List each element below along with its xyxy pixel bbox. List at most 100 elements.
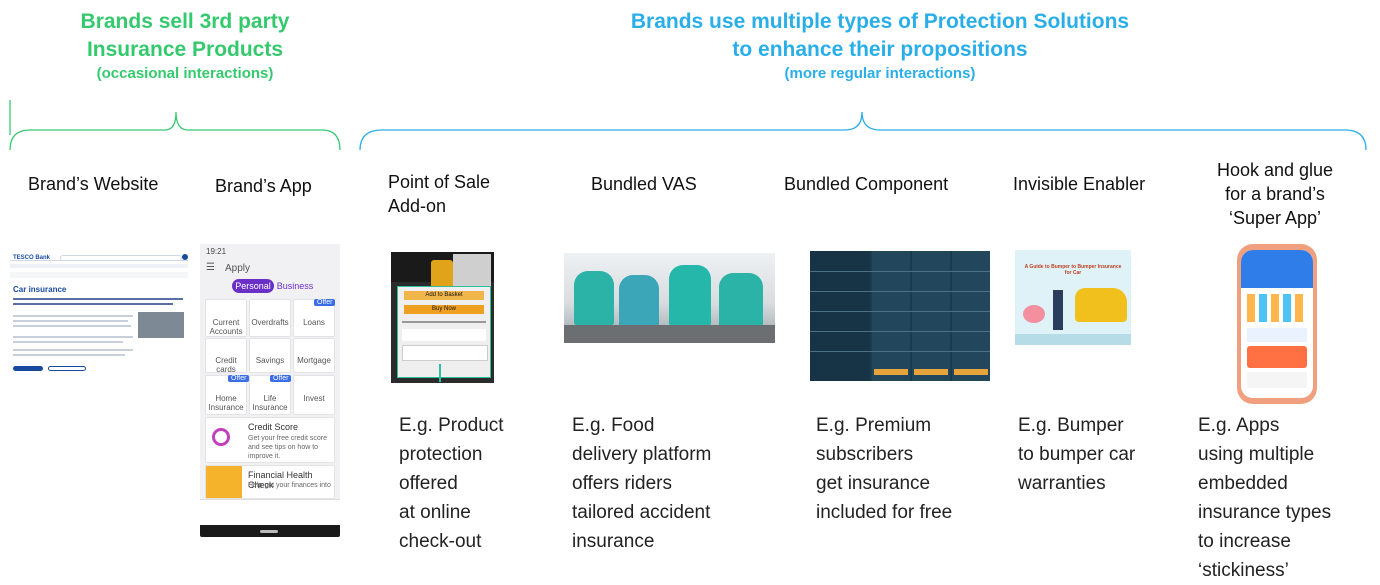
vas-title: Bundled VAS — [591, 174, 697, 194]
superapp-title-line2: for a brand’s — [1225, 184, 1325, 204]
vas-desc-line: tailored accident — [572, 502, 711, 523]
invisible-desc-line: E.g. Bumper — [1018, 415, 1124, 436]
buy-now-button[interactable]: Buy Now — [404, 305, 484, 314]
plan-button-2[interactable] — [914, 369, 948, 375]
component-desc-line: included for free — [816, 502, 953, 523]
bottom-tab-bar — [200, 499, 340, 526]
superapp-title-line1: Hook and glue — [1216, 160, 1334, 180]
app-screenshot: 19:21 ☰ Apply Personal Business Current … — [200, 244, 340, 537]
app-header — [1241, 250, 1313, 288]
retrieve-quote-button[interactable] — [48, 366, 86, 371]
credit-score-icon — [212, 428, 230, 446]
right-header: Brands use multiple types of Protection … — [520, 8, 1240, 84]
tile-overdrafts[interactable]: Overdrafts — [249, 299, 291, 337]
promo-banner[interactable] — [1247, 346, 1307, 368]
pos-title-line2: Add-on — [388, 196, 447, 216]
health-check-card[interactable]: Financial Health Check Help get your fin… — [205, 465, 335, 499]
rider-2 — [619, 275, 659, 330]
icon-grid[interactable] — [1247, 294, 1307, 322]
tile-mortgage[interactable]: Mortgage — [293, 338, 335, 373]
plan-button-3[interactable] — [954, 369, 988, 375]
offer-badge-life: Offer — [270, 375, 292, 382]
website-title: Brand’s Website — [28, 174, 159, 194]
get-quote-button[interactable] — [13, 366, 43, 371]
component-desc-line: E.g. Premium — [816, 415, 932, 436]
right-header-sub: (more regular interactions) — [784, 65, 976, 82]
home-gesture-handle[interactable] — [260, 530, 278, 533]
health-check-title: Financial Health Check — [248, 470, 313, 490]
superapp-desc-line: ‘stickiness’ — [1198, 560, 1289, 581]
invisible-title: Invisible Enabler — [1013, 174, 1146, 194]
vas-desc-line: delivery platform — [572, 444, 712, 465]
component-description: E.g. Premium subscribers get insurance i… — [816, 411, 952, 527]
tile-savings[interactable]: Savings — [249, 338, 291, 373]
offer-badge-home: Offer — [228, 375, 250, 382]
right-header-line1: Brands use multiple types of Protection … — [630, 10, 1130, 33]
tile-invest[interactable]: Invest — [293, 375, 335, 415]
invisible-desc-line: warranties — [1018, 473, 1106, 494]
protection-offer[interactable] — [402, 329, 486, 341]
pos-title-line1: Point of Sale — [388, 172, 491, 192]
group-braces — [9, 100, 1367, 151]
rider-1 — [574, 271, 614, 326]
component-table — [810, 251, 990, 381]
invisible-illustration-title: A Guide to Bumper to Bumper Insurance fo… — [1024, 264, 1122, 276]
tile-credit-cards[interactable]: Credit cards — [205, 338, 247, 374]
tile-current-accounts[interactable]: Current Accounts — [205, 299, 247, 337]
credit-score-text: Get your free credit score and see tips … — [248, 435, 327, 460]
green-brace — [9, 111, 341, 151]
plan-button-1[interactable] — [874, 369, 908, 375]
superapp-description: E.g. Apps using multiple embedded insura… — [1198, 411, 1331, 585]
credit-score-card[interactable]: Credit Score Get your free credit score … — [205, 417, 335, 463]
superapp-desc-line: E.g. Apps — [1198, 415, 1280, 436]
road — [564, 325, 775, 343]
protection-plan-option[interactable] — [402, 345, 488, 361]
website-screenshot: TESCO Bank Car insurance — [10, 252, 188, 380]
rider-4 — [719, 273, 763, 331]
vas-photo — [564, 253, 775, 343]
pos-desc-line: offered — [399, 473, 458, 494]
credit-score-title: Credit Score — [248, 422, 299, 432]
invisible-description: E.g. Bumper to bumper car warranties — [1018, 411, 1135, 498]
vas-desc-line: E.g. Food — [572, 415, 655, 436]
tab-personal[interactable]: Personal — [232, 279, 274, 293]
component-desc-line: get insurance — [816, 473, 931, 494]
app-title: Brand’s App — [215, 176, 312, 196]
invisible-illustration: A Guide to Bumper to Bumper Insurance fo… — [1015, 250, 1131, 345]
rider-3 — [669, 265, 711, 327]
blue-brace — [359, 111, 1367, 151]
superapp-title-line3: ‘Super App’ — [1228, 208, 1322, 228]
website-search-bar — [60, 255, 182, 261]
piggy-bank-illustration — [1023, 305, 1045, 323]
app-time: 19:21 — [206, 247, 227, 256]
pos-screenshot: Add to Basket Buy Now — [391, 252, 494, 383]
add-to-basket-button[interactable]: Add to Basket — [404, 291, 484, 300]
pos-description: E.g. Product protection offered at onlin… — [399, 411, 504, 556]
vas-description: E.g. Food delivery platform offers rider… — [572, 411, 711, 556]
website-heading: Car insurance — [13, 285, 67, 294]
checkout-modal: Add to Basket Buy Now — [397, 286, 491, 378]
left-header-sub: (occasional interactions) — [96, 65, 274, 82]
pos-desc-line: check-out — [399, 531, 482, 552]
pos-title: Point of Sale Add-on — [388, 170, 490, 218]
tab-business[interactable]: Business — [276, 281, 314, 291]
superapp-title: Hook and glue for a brand’s ‘Super App’ — [1200, 158, 1350, 230]
health-check-image — [206, 466, 242, 498]
car-photo — [138, 312, 184, 338]
component-desc-line: subscribers — [816, 444, 914, 465]
vas-desc-line: offers riders — [572, 473, 672, 494]
pos-desc-line: at online — [399, 502, 471, 523]
offer-badge: Offer — [314, 299, 336, 306]
phone-screen — [1241, 250, 1313, 398]
android-nav-bar — [200, 525, 340, 537]
hamburger-icon[interactable]: ☰ — [206, 262, 215, 273]
left-header: Brands sell 3rd party Insurance Products… — [40, 8, 330, 84]
drill-product-image — [431, 260, 453, 290]
superapp-desc-line: embedded — [1198, 473, 1288, 494]
vas-desc-line: insurance — [572, 531, 655, 552]
pos-desc-line: E.g. Product — [399, 415, 504, 436]
health-check-text: Help get your finances into — [248, 482, 331, 489]
pos-desc-line: protection — [399, 444, 483, 465]
superapp-desc-line: insurance types — [1198, 502, 1332, 523]
person-illustration — [1053, 290, 1063, 330]
